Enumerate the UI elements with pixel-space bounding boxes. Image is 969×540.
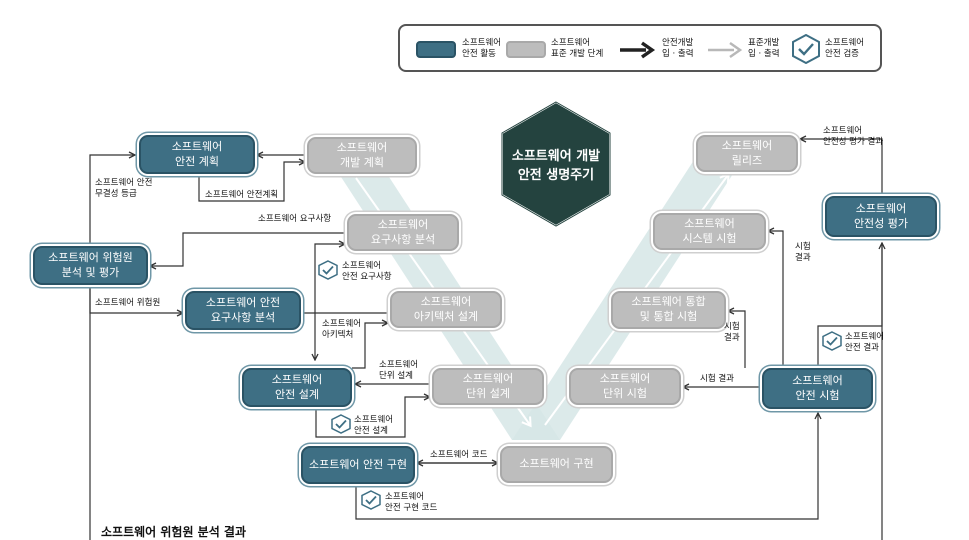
footer-title: 소프트웨어 위험원 분석 결과 <box>101 525 247 539</box>
box-safety-implementation[interactable]: 소프트웨어 안전 구현 <box>301 446 415 484</box>
label-code-out: 소프트웨어 코드 <box>430 450 488 460</box>
box-dev-plan[interactable]: 소프트웨어 개발 계획 <box>307 137 417 174</box>
box-safety-plan[interactable]: 소프트웨어 안전 계획 <box>139 135 255 174</box>
label-assessment-result: 소프트웨어 안전성 평가 결과 <box>823 126 884 148</box>
label-test-result-unit: 시험 결과 <box>700 374 734 384</box>
legend-verification-check-icon <box>792 34 820 64</box>
legend: 소프트웨어 안전 활동 소프트웨어 표준 개발 단계 안전개발 입 · 출력 표… <box>398 24 882 72</box>
label-test-result-integration: 시험 결과 <box>724 322 740 344</box>
label-safety-design-check: 소프트웨어 안전 설계 <box>354 415 394 437</box>
box-requirements-analysis[interactable]: 소프트웨어 요구사항 분석 <box>347 214 459 251</box>
legend-standard-io: 표준개발 입 · 출력 <box>748 38 780 60</box>
lifecycle-title: 소프트웨어 개발 안전 생명주기 <box>511 149 601 183</box>
label-requirements-out: 소프트웨어 요구사항 <box>258 214 332 224</box>
box-safety-test[interactable]: 소프트웨어 안전 시험 <box>762 368 873 409</box>
label-unit-design-out: 소프트웨어 단위 설계 <box>379 360 419 382</box>
legend-safety-activity: 소프트웨어 안전 활동 <box>462 38 502 60</box>
label-hazard-out: 소프트웨어 위험원 <box>95 298 161 308</box>
legend-safety-activity-swatch <box>416 41 456 58</box>
box-unit-design[interactable]: 소프트웨어 단위 설계 <box>432 368 544 405</box>
legend-standard-stage: 소프트웨어 표준 개발 단계 <box>551 38 604 60</box>
check-icon-safety-requirements <box>318 260 338 280</box>
box-integration-test[interactable]: 소프트웨어 통합 및 통합 시험 <box>611 291 726 329</box>
box-release[interactable]: 소프트웨어 릴리즈 <box>696 135 798 172</box>
label-safety-test-check: 소프트웨어 안전 결과 <box>845 332 885 354</box>
label-integrity-level: 소프트웨어 안전 무결성 등급 <box>95 178 153 200</box>
center-hexagon <box>501 100 611 228</box>
box-implementation[interactable]: 소프트웨어 구현 <box>500 446 613 483</box>
box-hazard-analysis[interactable]: 소프트웨어 위험원 분석 및 평가 <box>33 246 148 285</box>
label-architecture-out: 소프트웨어 아키텍처 <box>322 319 362 341</box>
check-icon-safety-design <box>331 414 351 434</box>
legend-standard-stage-swatch <box>506 41 546 58</box>
check-icon-safety-test <box>822 331 842 351</box>
box-unit-test[interactable]: 소프트웨어 단위 시험 <box>569 368 681 405</box>
box-safety-design[interactable]: 소프트웨어 안전 설계 <box>242 368 352 407</box>
legend-standard-io-arrow-icon <box>708 41 743 59</box>
connectors <box>89 139 882 540</box>
legend-safety-io-arrow-icon <box>620 41 656 59</box>
label-safety-requirements-check: 소프트웨어 안전 요구사항 <box>342 261 392 283</box>
legend-safety-io: 안전개발 입 · 출력 <box>662 38 694 60</box>
legend-safety-verification: 소프트웨어 안전 검증 <box>825 38 865 60</box>
box-system-test[interactable]: 소프트웨어 시스템 시험 <box>653 213 766 250</box>
box-architecture-design[interactable]: 소프트웨어 아키텍처 설계 <box>390 291 502 328</box>
label-safety-plan-out: 소프트웨어 안전계획 <box>205 190 279 200</box>
box-safety-requirements-analysis[interactable]: 소프트웨어 안전 요구사항 분석 <box>185 291 301 330</box>
box-safety-assessment[interactable]: 소프트웨어 안전성 평가 <box>825 196 937 237</box>
check-icon-safety-code <box>361 490 381 510</box>
label-safety-code-check: 소프트웨어 안전 구현 코드 <box>385 492 438 514</box>
label-test-result-system: 시험 결과 <box>795 242 811 264</box>
